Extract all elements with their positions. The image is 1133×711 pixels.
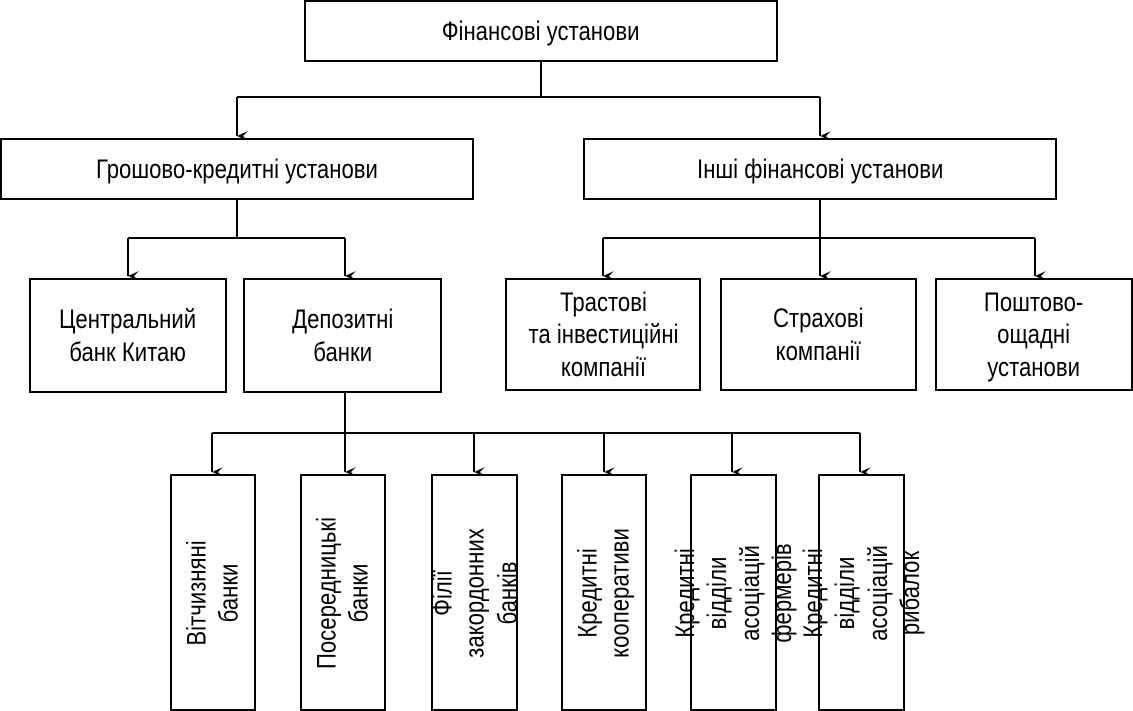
intermediary-banks-label: Посередницькі банки bbox=[311, 516, 374, 669]
central-bank-label: Центральний банк Китаю bbox=[59, 304, 197, 367]
deposit-banks-box: Депозитні банки bbox=[243, 278, 442, 393]
domestic-banks-label: Вітчизняні банки bbox=[181, 539, 244, 646]
credit-cooperatives-box: Кредитні кооперативи bbox=[561, 474, 647, 711]
trust-companies-label: Трастові та інвестиційні компанії bbox=[527, 286, 679, 382]
foreign-bank-branches-label: Філії закордонних банків bbox=[426, 527, 522, 658]
connector-root bbox=[237, 62, 820, 98]
other-institutions-box: Інші фінансові установи bbox=[583, 138, 1057, 200]
trust-companies-box: Трастові та інвестиційні компанії bbox=[505, 278, 701, 391]
fishermen-credit-departments-label: Кредитні відділи асоціацій рибалок bbox=[797, 544, 925, 641]
fishermen-credit-departments-box: Кредитні відділи асоціацій рибалок bbox=[798, 474, 925, 711]
postal-savings-box: Поштово- ощадні установи bbox=[935, 278, 1133, 391]
monetary-institutions-box: Грошово-кредитні установи bbox=[0, 138, 474, 200]
other-institutions-label: Інші фінансові установи bbox=[696, 153, 944, 184]
foreign-bank-branches-box: Філії закордонних банків bbox=[427, 474, 522, 711]
root-box: Фінансові установи bbox=[304, 0, 778, 62]
insurance-companies-label: Страхові компанії bbox=[773, 303, 864, 366]
root-label: Фінансові установи bbox=[442, 15, 640, 46]
connector-other bbox=[603, 200, 1035, 239]
insurance-companies-box: Страхові компанії bbox=[720, 278, 917, 391]
credit-cooperatives-label: Кредитні кооперативи bbox=[572, 527, 635, 658]
intermediary-banks-box: Посередницькі банки bbox=[300, 474, 386, 711]
monetary-institutions-label: Грошово-кредитні установи bbox=[96, 153, 378, 184]
connector-deposit bbox=[212, 393, 860, 434]
postal-savings-label: Поштово- ощадні установи bbox=[984, 286, 1084, 382]
central-bank-box: Центральний банк Китаю bbox=[29, 278, 227, 393]
farmers-credit-departments-label: Кредитні відділи асоціацій фермерів bbox=[669, 542, 797, 643]
farmers-credit-departments-box: Кредитні відділи асоціацій фермерів bbox=[670, 474, 797, 711]
domestic-banks-box: Вітчизняні банки bbox=[170, 474, 256, 711]
deposit-banks-label: Депозитні банки bbox=[291, 304, 394, 367]
connector-monetary bbox=[128, 200, 345, 239]
